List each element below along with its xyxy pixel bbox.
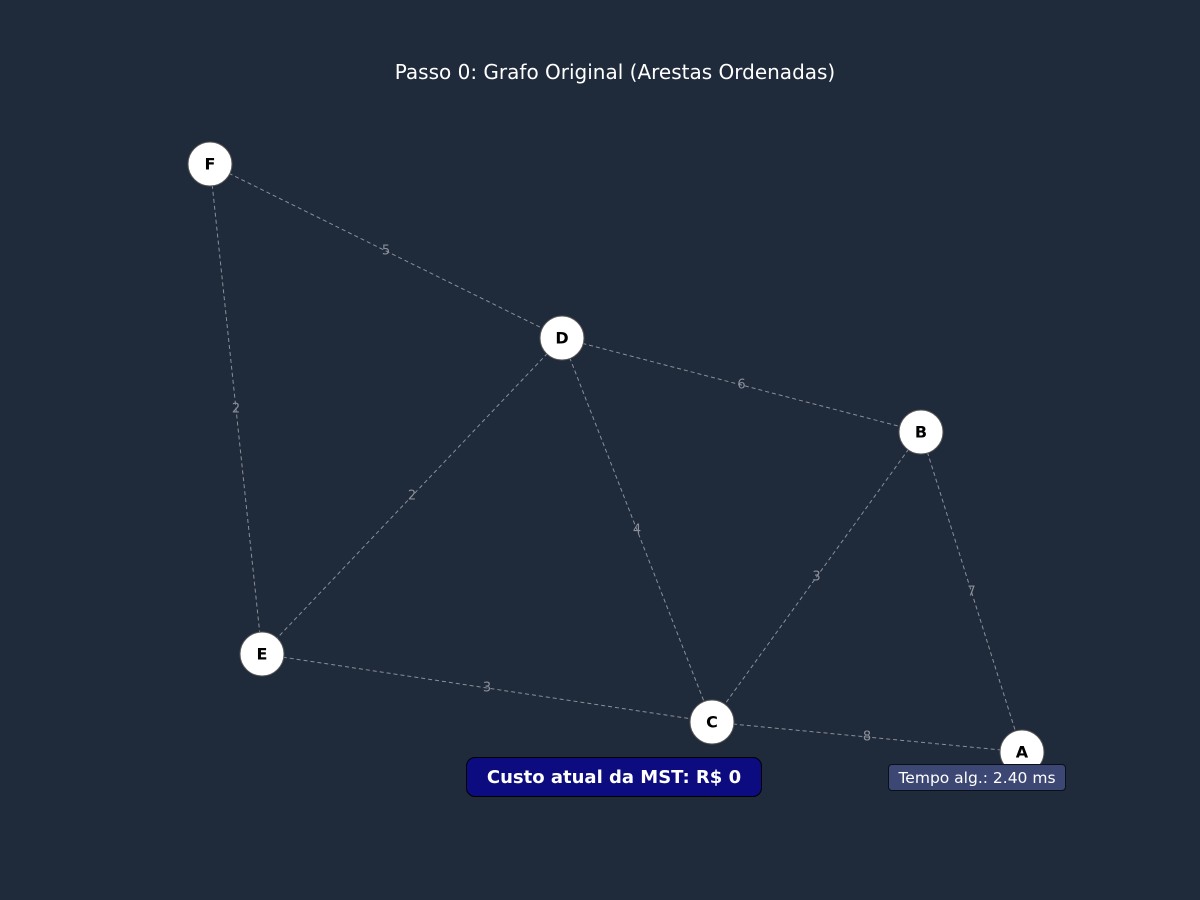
edge-weight-c-a: 8 [863,730,871,745]
node-b: B [898,409,944,455]
node-circle-e [239,631,285,677]
node-label-e: E [257,645,268,664]
node-circle-b [898,409,944,455]
edge-weight-b-a: 7 [967,585,975,600]
algorithm-time-box: Tempo alg.: 2.40 ms [888,764,1066,791]
edge-b-c [711,431,922,723]
node-circle-f [187,141,233,187]
edge-weight-d-e: 2 [408,489,416,504]
edge-f-e [209,163,263,655]
node-label-b: B [915,423,927,442]
node-e: E [239,631,285,677]
edge-weight-d-b: 6 [737,378,745,393]
nodes-layer: A B C D E F [187,141,1045,775]
edges-layer: 5 2 6 2 4 3 7 3 8 [209,163,1023,753]
node-c: C [689,699,735,745]
edge-d-e [261,337,563,655]
node-d: D [539,315,585,361]
node-label-a: A [1016,743,1029,762]
edge-weight-f-d: 5 [382,244,390,259]
edge-d-b [561,337,922,433]
edge-e-c [261,653,713,723]
mst-cost-box: Custo atual da MST: R$ 0 [466,757,762,797]
edge-weight-e-c: 3 [483,681,491,696]
diagram-title: Passo 0: Grafo Original (Arestas Ordenad… [394,60,836,84]
node-circle-c [689,699,735,745]
edge-c-a [711,721,1023,753]
node-circle-d [539,315,585,361]
node-label-c: C [706,713,718,732]
edge-weight-b-c: 3 [812,570,820,585]
node-label-d: D [555,329,568,348]
edge-weight-d-c: 4 [633,523,641,538]
edge-weight-f-e: 2 [232,402,240,417]
edge-d-c [561,337,713,723]
node-f: F [187,141,233,187]
node-a: A [999,729,1045,775]
edge-f-d [209,163,563,339]
node-label-f: F [205,155,216,174]
